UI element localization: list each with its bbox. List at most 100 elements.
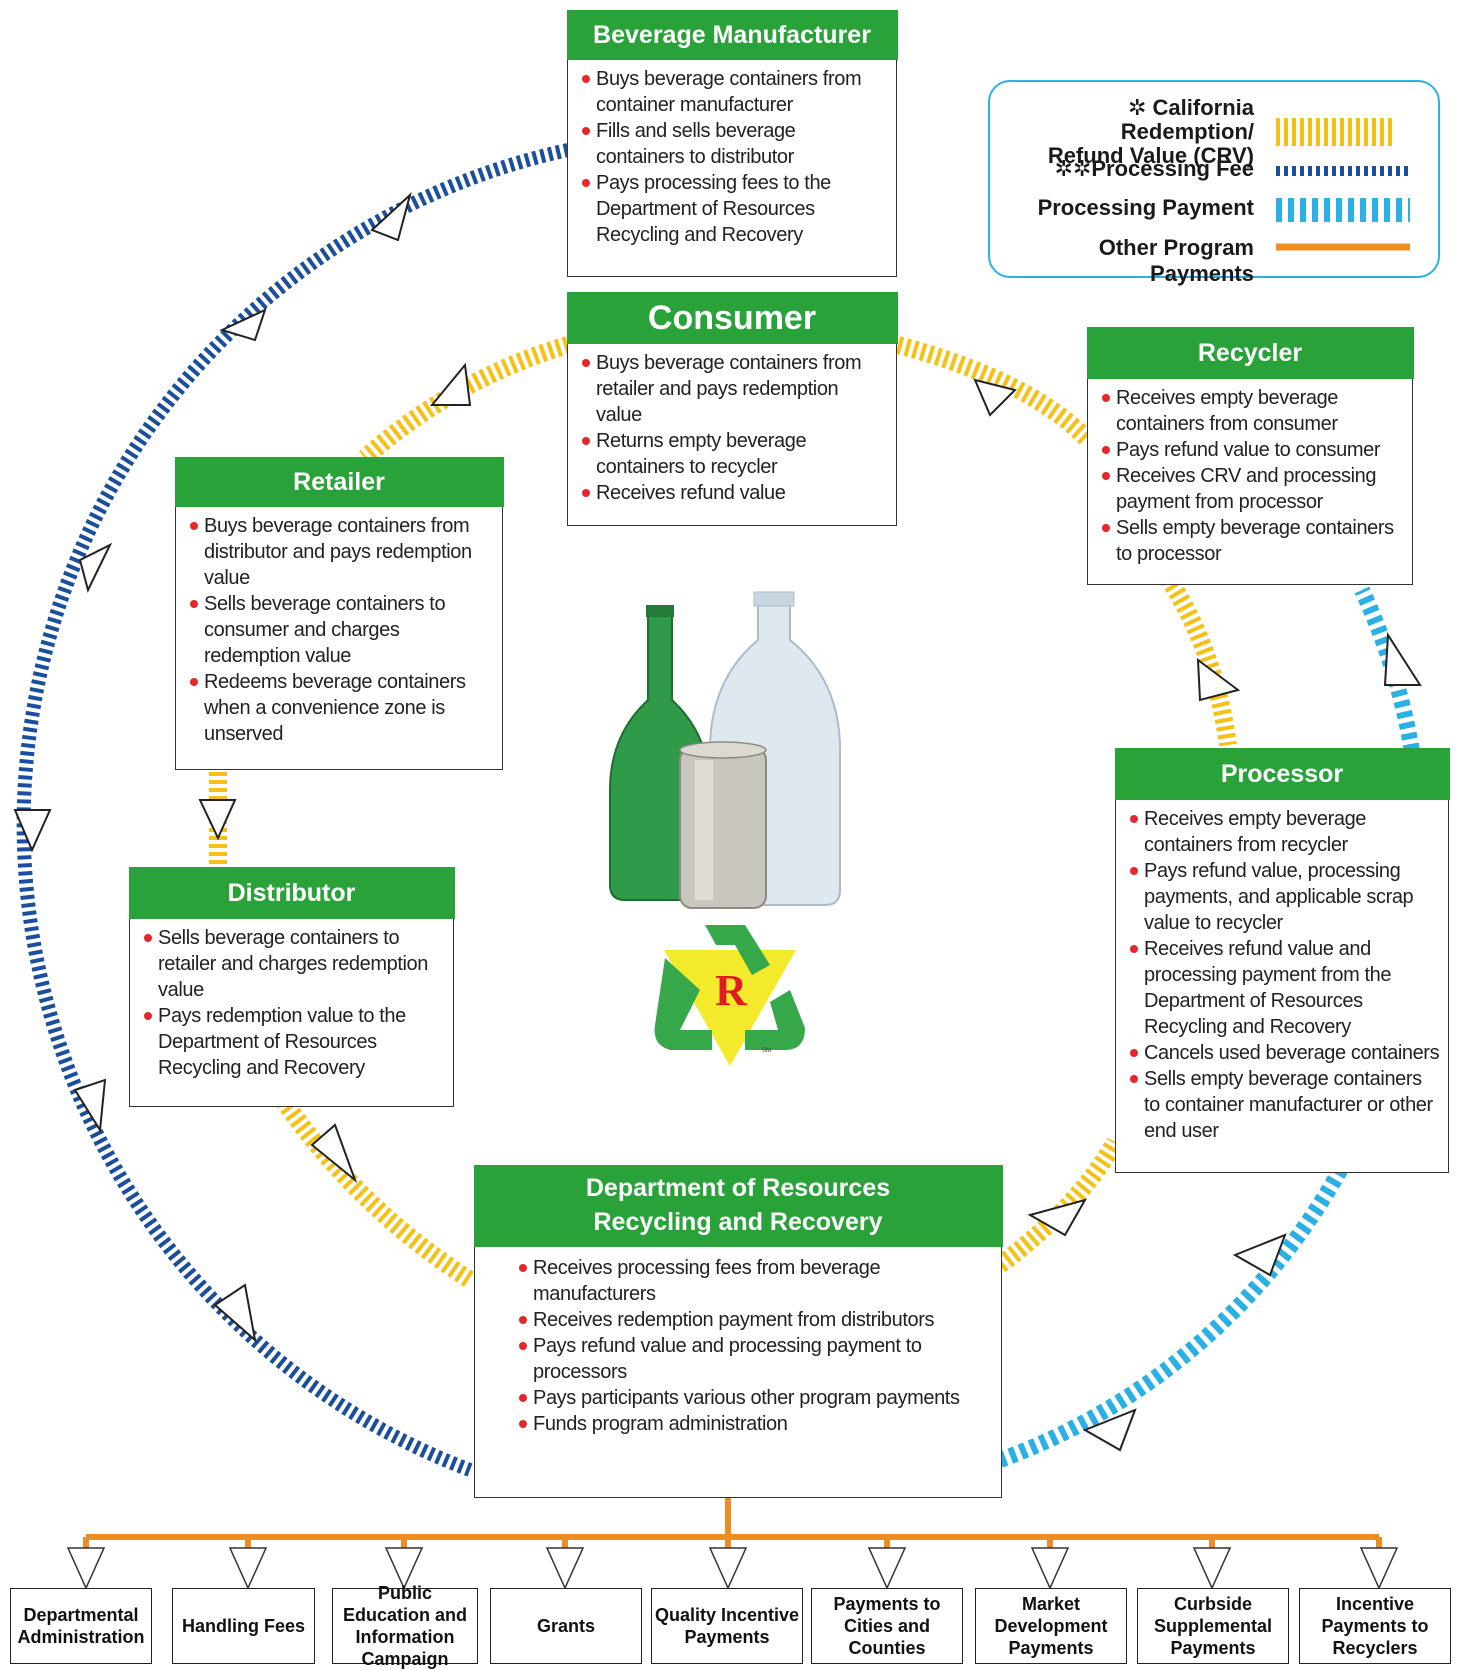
list-item: Receives refund value xyxy=(582,480,888,506)
legend-other-payments-label: Other Program Payments xyxy=(1098,235,1254,286)
crv-flow-distributor-department xyxy=(275,1094,475,1288)
logo-letter: R xyxy=(715,966,748,1015)
payment-box-curbside-supplemental: Curbside Supplemental Payments xyxy=(1137,1588,1289,1664)
arrow-icon xyxy=(73,1078,107,1134)
arrow-down-icon xyxy=(545,1547,585,1590)
flow-arrows xyxy=(13,191,1422,1452)
distributor-list: Sells beverage containers to retailer an… xyxy=(130,919,453,1087)
crv-flow-department-processor xyxy=(994,1137,1123,1273)
processor-box: Processor Receives empty beverage contai… xyxy=(1114,747,1450,1173)
arrow-icon xyxy=(78,542,113,593)
legend: ✲ California Redemption/ Refund Value (C… xyxy=(988,80,1440,286)
processor-title: Processor xyxy=(1114,747,1450,800)
list-item: Pays processing fees to the Department o… xyxy=(582,170,888,248)
list-item: Receives redemption payment from distrib… xyxy=(519,1307,971,1333)
legend-crv-label: ✲ California Redemption/ Refund Value (C… xyxy=(1047,95,1254,168)
arrow-down-icon xyxy=(384,1547,424,1590)
payment-box-market-development: Market Development Payments xyxy=(975,1588,1127,1664)
legend-processing-fee-label: ✲✲Processing Fee xyxy=(1054,156,1254,181)
recycler-box: Recycler Receives empty beverage contain… xyxy=(1086,326,1414,585)
beverage-containers-icon xyxy=(609,591,841,909)
crv-marker-icon: ✲ xyxy=(1127,95,1147,120)
arrow-down-icon xyxy=(66,1547,106,1590)
arrow-icon xyxy=(973,378,1017,417)
list-item: Buys beverage containers from retailer a… xyxy=(582,350,888,428)
payment-box-quality-incentive: Quality Incentive Payments xyxy=(651,1588,803,1664)
arrow-icon xyxy=(1082,1408,1137,1452)
arrow-icon xyxy=(213,1283,257,1343)
arrow-icon xyxy=(310,1123,358,1184)
fee-marker-icon: ✲✲ xyxy=(1054,156,1092,181)
department-list: Receives processing fees from beverage m… xyxy=(475,1247,1001,1443)
arrow-down-icon xyxy=(708,1547,748,1590)
crv-flow-left-upper xyxy=(359,336,571,465)
distributor-box: Distributor Sells beverage containers to… xyxy=(128,866,455,1107)
payment-box-handling-fees: Handling Fees xyxy=(172,1588,315,1664)
list-item: Pays participants various other program … xyxy=(519,1385,971,1411)
recycler-title: Recycler xyxy=(1086,326,1414,379)
list-item: Receives CRV and processing payment from… xyxy=(1102,463,1404,515)
list-item: Sells beverage containers to retailer an… xyxy=(144,925,445,1003)
list-item: Pays refund value to consumer xyxy=(1102,437,1404,463)
list-item: Returns empty beverage containers to rec… xyxy=(582,428,888,480)
department-box: Department of Resources Recycling and Re… xyxy=(473,1164,1003,1498)
payment-arrows xyxy=(66,1547,1399,1590)
list-item: Pays redemption value to the Department … xyxy=(144,1003,445,1081)
list-item: Redeems beverage containers when a conve… xyxy=(190,669,494,747)
list-item: Receives processing fees from beverage m… xyxy=(519,1255,971,1307)
legend-processing-payment-sample xyxy=(1276,198,1410,222)
list-item: Receives empty beverage containers from … xyxy=(1130,806,1440,858)
legend-processing-payment-label: Processing Payment xyxy=(1037,195,1254,220)
crv-flow-right-upper xyxy=(895,336,1095,447)
consumer-box: Consumer Buys beverage containers from r… xyxy=(566,291,898,526)
retailer-title: Retailer xyxy=(174,456,504,507)
payment-box-grants: Grants xyxy=(490,1588,642,1664)
list-item: Buys beverage containers from container … xyxy=(582,66,888,118)
payment-box-departmental-administration: Departmental Administration xyxy=(10,1588,152,1664)
list-item: Cancels used beverage containers xyxy=(1130,1040,1440,1066)
arrow-down-icon xyxy=(1030,1547,1070,1590)
legend-processing-fee-sample xyxy=(1276,166,1410,176)
retailer-list: Buys beverage containers from distributo… xyxy=(176,507,502,753)
list-item: Buys beverage containers from distributo… xyxy=(190,513,494,591)
arrow-icon xyxy=(1027,1198,1088,1237)
arrow-icon xyxy=(1196,657,1241,702)
arrow-icon xyxy=(370,191,412,242)
consumer-list: Buys beverage containers from retailer a… xyxy=(568,344,896,512)
recycling-logo-icon: R SM xyxy=(654,925,805,1066)
list-item: Fills and sells beverage containers to d… xyxy=(582,118,888,170)
beverage-manufacturer-title: Beverage Manufacturer xyxy=(566,9,898,60)
other-payments-tree xyxy=(83,1495,1382,1556)
arrow-down-icon xyxy=(1359,1547,1399,1590)
consumer-title: Consumer xyxy=(566,291,898,344)
department-title: Department of Resources Recycling and Re… xyxy=(473,1164,1003,1247)
arrow-icon xyxy=(219,308,267,342)
arrow-icon xyxy=(1232,1233,1287,1277)
arrow-icon xyxy=(198,799,237,841)
distributor-title: Distributor xyxy=(128,866,455,919)
arrow-icon xyxy=(429,362,472,406)
retailer-box: Retailer Buys beverage containers from d… xyxy=(174,456,504,770)
logo-servicemark: SM xyxy=(762,1048,771,1054)
payment-box-public-education: Public Education and Information Campaig… xyxy=(332,1583,478,1669)
recycler-list: Receives empty beverage containers from … xyxy=(1088,379,1412,573)
arrow-icon xyxy=(1383,631,1422,686)
list-item: Sells empty beverage containers to proce… xyxy=(1102,515,1404,567)
beverage-manufacturer-list: Buys beverage containers from container … xyxy=(568,60,896,254)
arrow-down-icon xyxy=(867,1547,907,1590)
list-item: Pays refund value, processing payments, … xyxy=(1130,858,1440,936)
processor-list: Receives empty beverage containers from … xyxy=(1116,800,1448,1150)
list-item: Receives refund value and processing pay… xyxy=(1130,936,1440,1040)
list-item: Pays refund value and processing payment… xyxy=(519,1333,971,1385)
payment-box-cities-counties: Payments to Cities and Counties xyxy=(811,1588,963,1664)
arrow-down-icon xyxy=(1192,1547,1232,1590)
legend-crv-sample xyxy=(1276,118,1396,146)
list-item: Sells empty beverage containers to conta… xyxy=(1130,1066,1440,1144)
list-item: Receives empty beverage containers from … xyxy=(1102,385,1404,437)
arrow-icon xyxy=(13,809,52,853)
legend-other-payments-sample xyxy=(1276,243,1410,251)
list-item: Sells beverage containers to consumer an… xyxy=(190,591,494,669)
payment-box-incentive-recyclers: Incentive Payments to Recyclers xyxy=(1299,1588,1451,1664)
arrow-down-icon xyxy=(228,1547,268,1590)
